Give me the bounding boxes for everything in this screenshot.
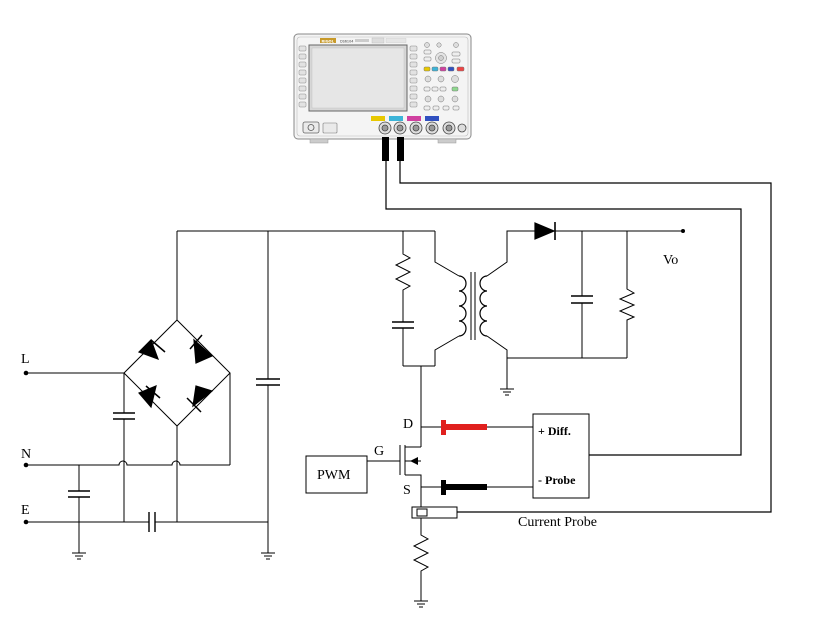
mosfet-arrow: [410, 457, 418, 465]
label-D: D: [403, 417, 413, 432]
current-probe-label: Current Probe: [518, 515, 597, 530]
transformer: [458, 272, 488, 340]
pwm-label: PWM: [317, 468, 351, 483]
pwm-box: [305, 455, 368, 494]
scope-usb-port: [322, 122, 338, 134]
label-Vo: Vo: [663, 253, 678, 268]
scope-left-softkeys[interactable]: [298, 45, 307, 108]
label-N: N: [21, 447, 31, 462]
bridge-rectifier-diodes: [137, 334, 214, 413]
label-E: E: [21, 503, 30, 518]
probe-plug-ch2: [397, 137, 404, 161]
scope-brand: RIGOL: [322, 39, 335, 43]
scope-channel-inputs[interactable]: [371, 116, 467, 135]
circuit-wiring: [26, 230, 683, 601]
label-G: G: [374, 444, 384, 459]
resistors: [394, 250, 636, 576]
output-diode: [534, 222, 556, 240]
ground-symbols: [72, 388, 514, 608]
input-terminals: [23, 229, 685, 525]
scope-power-button[interactable]: [302, 121, 320, 134]
diff-plus-label: + Diff.: [538, 424, 571, 438]
diff-probe-cable: [385, 161, 742, 456]
diff-probe-negative-tip: [441, 480, 487, 495]
scope-control-panel[interactable]: [423, 42, 465, 111]
scope-brand-logo: [320, 38, 336, 43]
scope-model: DS6104: [340, 40, 353, 44]
current-probe-cable: [399, 161, 772, 513]
scope-right-softkeys[interactable]: [409, 45, 418, 108]
diff-probe-positive-tip: [441, 420, 487, 435]
current-probe-clamp: [411, 506, 458, 519]
capacitors: [68, 295, 593, 532]
probe-plug-ch1: [382, 137, 389, 161]
diff-probe-box: [532, 413, 590, 499]
probe-minus-label: - Probe: [538, 473, 576, 487]
label-S: S: [403, 483, 411, 498]
label-L: L: [21, 352, 30, 367]
oscilloscope: RIGOL DS6104: [293, 33, 472, 144]
